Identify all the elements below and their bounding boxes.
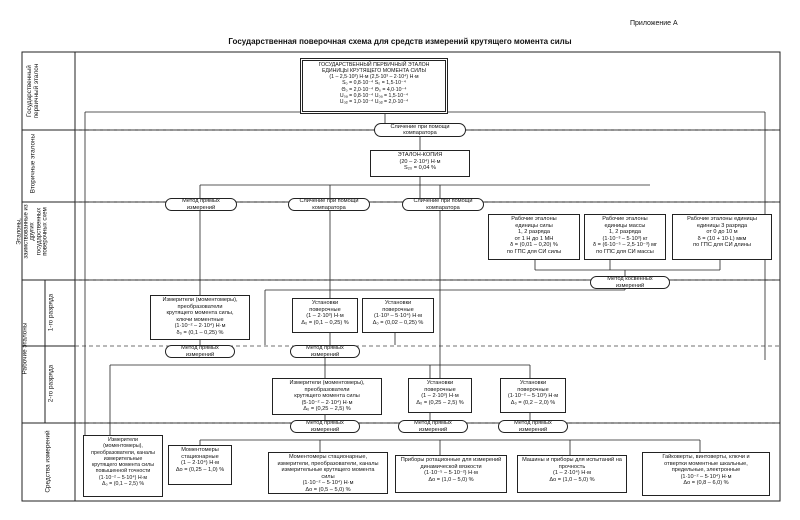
instrument-high-accuracy-box: Измерители (моментомеры), преобразовател… bbox=[83, 435, 163, 497]
comparator-mid-oval-2: Сличение при помощи компаратора bbox=[402, 198, 484, 211]
instrument-stationary-box: Моментомеры стационарные (1 – 2·10⁴) Н·м… bbox=[168, 445, 232, 485]
row-label-transfer: Эталоны, заимствованные из других госуда… bbox=[16, 204, 49, 259]
rank1-setup-a-box: Установки поверочные (1 – 2·10³) Н·м Δ₀ … bbox=[292, 298, 358, 333]
primary-standard-box: ГОСУДАРСТВЕННЫЙ ПЕРВИЧНЫЙ ЭТАЛОН ЕДИНИЦЫ… bbox=[300, 58, 448, 114]
page-title: Государственная поверочная схема для сре… bbox=[228, 37, 572, 46]
instrument-general-box: Моментомеры стационарные, измерители, пр… bbox=[268, 452, 388, 494]
comparator-top-oval: Сличение при помощи компаратора bbox=[374, 123, 466, 137]
direct-method-oval-5: Метод прямых измерений bbox=[398, 420, 468, 433]
row-label-instruments: Средства измерений bbox=[44, 430, 52, 493]
row-label-primary: Государственный первичный эталон bbox=[25, 63, 40, 119]
instrument-wrench-box: Гайковерты, винтоверты, ключи и отвертки… bbox=[642, 452, 770, 496]
instrument-strength-box: Машины и приборы для испытаний на прочно… bbox=[517, 455, 627, 493]
direct-method-oval-3: Метод прямых измерений bbox=[290, 345, 360, 358]
row-label-working: Рабочие эталоны bbox=[21, 322, 29, 375]
connectors bbox=[84, 111, 766, 490]
instrument-viscosity-box: Приборы ротационные для измерений динами… bbox=[395, 455, 507, 493]
rank2-instruments-box: Измерители (моментомеры), преобразовател… bbox=[272, 378, 382, 415]
row-label-rank2: 2-го разряда bbox=[47, 364, 55, 403]
appendix-label: Приложение А bbox=[630, 20, 678, 27]
indirect-method-oval: Метод косвенных измерений bbox=[590, 276, 670, 289]
outer-frame bbox=[21, 51, 781, 502]
direct-method-oval-4: Метод прямых измерений bbox=[290, 420, 360, 433]
rank1-instruments-box: Измерители (моментомеры), преобразовател… bbox=[150, 295, 250, 340]
rank2-setup-b-box: Установки поверочные (1·10⁻² – 5·10³) Н·… bbox=[500, 378, 566, 413]
comparator-mid-oval-1: Сличение при помощи компаратора bbox=[288, 198, 370, 211]
direct-method-oval-2: Метод прямых измерений bbox=[165, 345, 235, 358]
force-standard-box: Рабочие эталоны единицы силы 1, 2 разряд… bbox=[488, 214, 580, 260]
direct-method-oval-6: Метод прямых измерений bbox=[498, 420, 568, 433]
copy-standard-box: ЭТАЛОН-КОПИЯ (20 – 2·10⁴) Н·м S₂₀ = 0,04… bbox=[370, 150, 470, 177]
mass-standard-box: Рабочие эталоны единицы массы 1, 2 разря… bbox=[584, 214, 666, 260]
direct-method-oval-1: Метод прямых измерений bbox=[165, 198, 237, 211]
length-standard-box: Рабочие эталоны единицы единицы 3 разряд… bbox=[672, 214, 772, 260]
row-label-rank1: 1-го разряда bbox=[47, 293, 55, 332]
rank2-setup-a-box: Установки поверочные (1 – 2·10³) Н·м Δ₀ … bbox=[408, 378, 472, 413]
row-label-secondary: Вторичные эталоны bbox=[29, 133, 37, 194]
rank1-setup-b-box: Установки поверочные (1·10³ – 5·10⁴) Н·м… bbox=[362, 298, 434, 333]
